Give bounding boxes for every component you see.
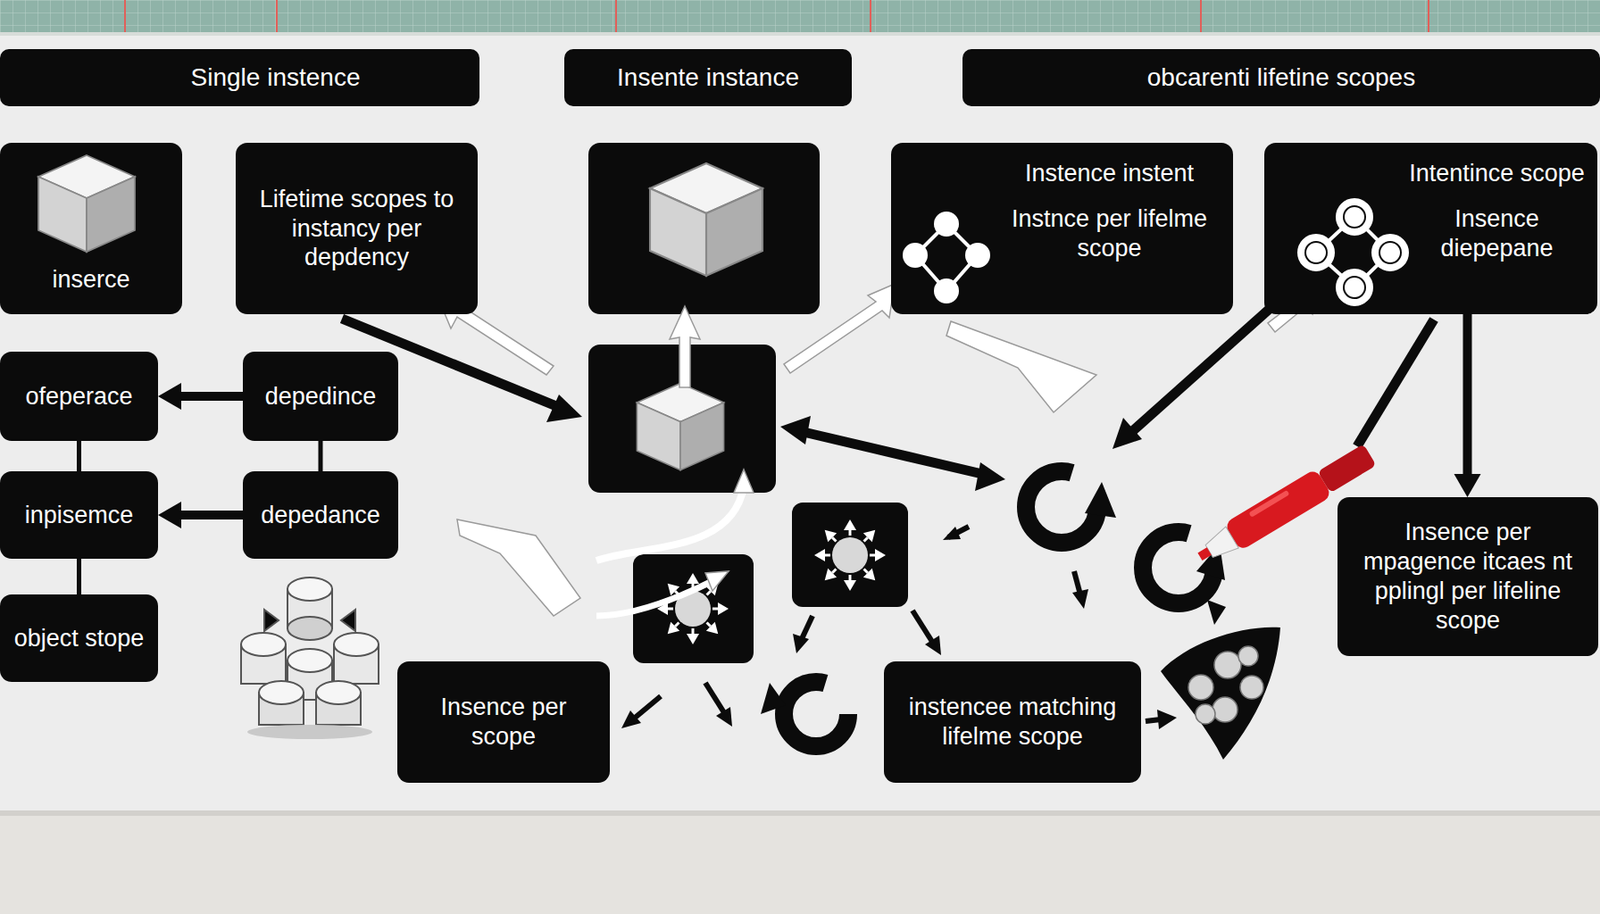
header-bar: Insente instance [564,49,852,107]
process-box: ofeperace [0,351,159,442]
box-label: depedance [260,500,381,531]
box-label: instencee matching lifelme scope [896,692,1129,752]
header-bar: Single instence [0,49,480,107]
connector-line [320,441,322,472]
process-box: inpisemce [0,471,159,559]
process-box: Insence per mpagence itcaes nt pplingl p… [1337,497,1599,657]
box-label: depedince [265,382,377,412]
box-label: Insente instance [616,62,800,93]
connector-arrow [158,501,243,529]
box-heading: Intentince scope [1408,158,1585,189]
box-label: Lifetime scopes to instancy per depdency [248,184,466,274]
box-label: object stope [14,624,145,654]
header-bar: obcarenti lifetine scopes [962,49,1600,107]
connector-arrow [1454,314,1482,498]
box-heading: Instence instent [1025,158,1194,189]
box-label: Insence per mpagence itcaes nt pplingl p… [1350,517,1586,636]
box-label: Instnce per lifelme scope [998,204,1221,264]
box-label: Insence diepepane [1407,204,1587,264]
connector-arrow [158,383,243,410]
process-box: depedince [242,351,399,442]
process-box: Lifetime scopes to instancy per depdency [235,142,478,315]
box-label: ofeperace [25,382,133,412]
connector-line [78,441,80,472]
box-label: inserce [51,265,130,295]
box-label: Single instence [191,62,361,93]
box-label: Insence per scope [409,692,598,752]
process-box: instencee matching lifelme scope [883,661,1142,784]
process-box: depedance [242,471,399,559]
box-label: inpisemce [25,500,134,531]
process-box: object stope [0,594,159,683]
box-label: obcarenti lifetine scopes [1147,62,1416,93]
connector-line [78,558,80,595]
process-box: Intentince scopeInsence diepepane [1264,142,1598,315]
process-box: Insence per scope [397,661,610,784]
